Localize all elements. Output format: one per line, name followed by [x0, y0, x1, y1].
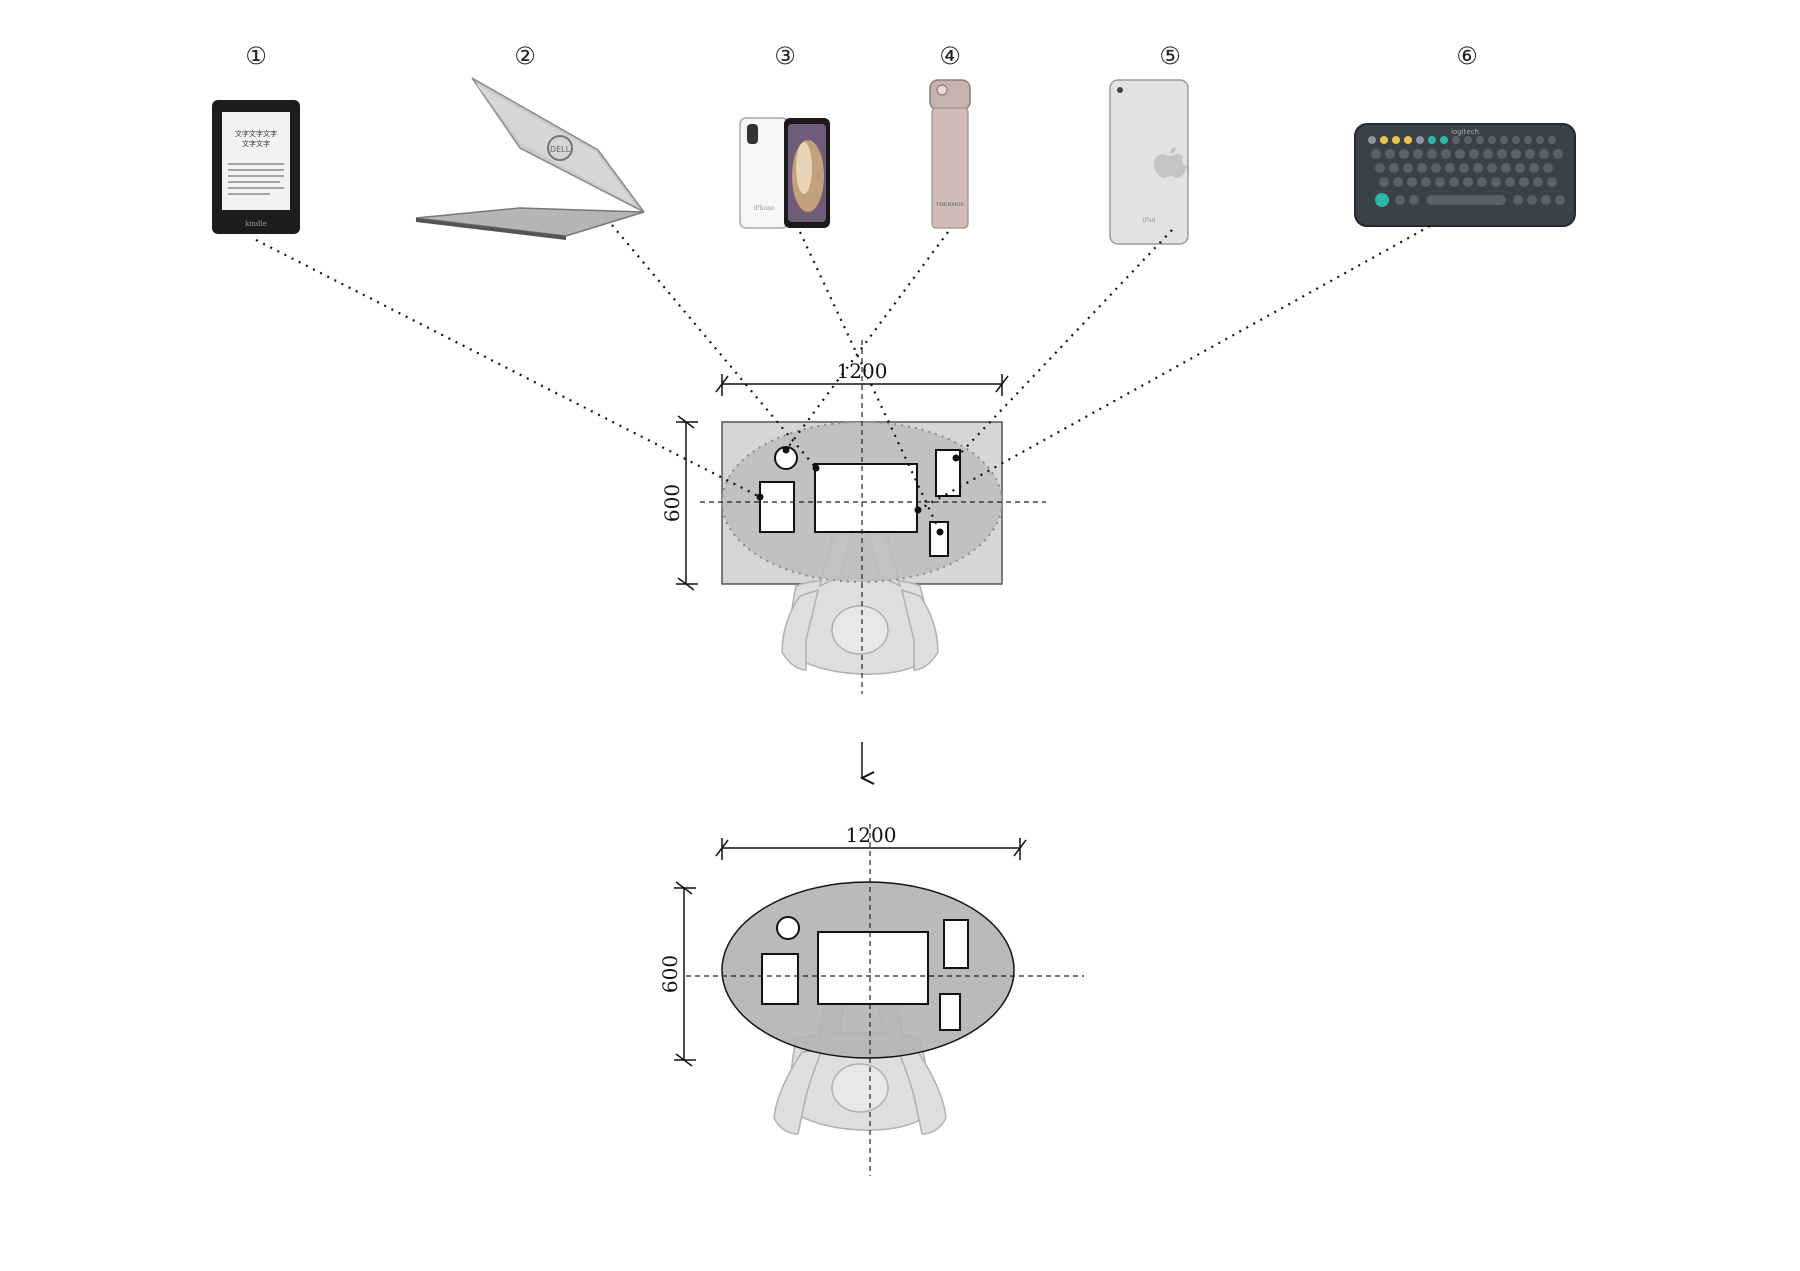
thermos-footprint-2 [776, 916, 800, 940]
leader-line-2 [611, 224, 817, 469]
kindle-footprint [759, 481, 795, 533]
tablet-ipad-icon: iPad [1109, 79, 1189, 245]
laptop-logo: DELL [550, 145, 571, 154]
device-number-6: ⑥ [1456, 42, 1478, 70]
thermos-bottle-icon: THERMOS [929, 79, 971, 229]
width-dimension-2 [715, 838, 1027, 860]
device-number-2: ② [514, 42, 536, 70]
width-dimension [715, 374, 1009, 396]
keyboard-keys [1368, 136, 1565, 207]
e-reader-kindle-icon: 文字文字文字 文字文字 kindle [212, 100, 300, 234]
desk-plan-before: 1200 600 [660, 340, 1046, 694]
laptop-footprint-2 [817, 931, 929, 1005]
keyboard-logo: logitech [1451, 128, 1479, 136]
kindle-screen-line-1: 文字文字文字 [235, 129, 277, 138]
leader-line-1 [255, 239, 761, 498]
depth-dimension-2 [674, 881, 696, 1067]
kindle-logo: kindle [245, 220, 267, 228]
device-number-3: ③ [774, 42, 796, 70]
laptop-dell-icon: DELL [415, 77, 645, 240]
device-number-4: ④ [939, 42, 961, 70]
device-number-5: ⑤ [1159, 42, 1181, 70]
width-label-2: 1200 [846, 823, 897, 847]
device-number-1: ① [245, 42, 267, 70]
phone-footprint [929, 521, 949, 557]
ipad-footprint-2 [943, 919, 969, 969]
depth-label: 600 [660, 484, 684, 522]
leader-line-6 [917, 225, 1431, 511]
keyboard-logitech-icon: logitech [1354, 123, 1576, 227]
thermos-logo: THERMOS [936, 202, 964, 208]
smartphone-iphone-icon: iPhone [739, 117, 830, 229]
person-seated-icon [781, 517, 939, 675]
desk-plan-after: 1200 600 [658, 823, 1084, 1176]
depth-label-2: 600 [658, 955, 682, 993]
kindle-text-lines [228, 163, 284, 195]
leader-line-4 [785, 231, 949, 451]
leader-lines [255, 224, 1431, 533]
ipad-logo: iPad [1142, 217, 1155, 224]
phone-footprint-2 [939, 993, 961, 1031]
laptop-footprint [814, 463, 918, 533]
kindle-footprint-2 [761, 953, 799, 1005]
depth-dimension [676, 415, 698, 591]
kindle-screen-line-2: 文字文字 [242, 139, 270, 148]
iphone-back-logo: iPhone [754, 205, 775, 212]
